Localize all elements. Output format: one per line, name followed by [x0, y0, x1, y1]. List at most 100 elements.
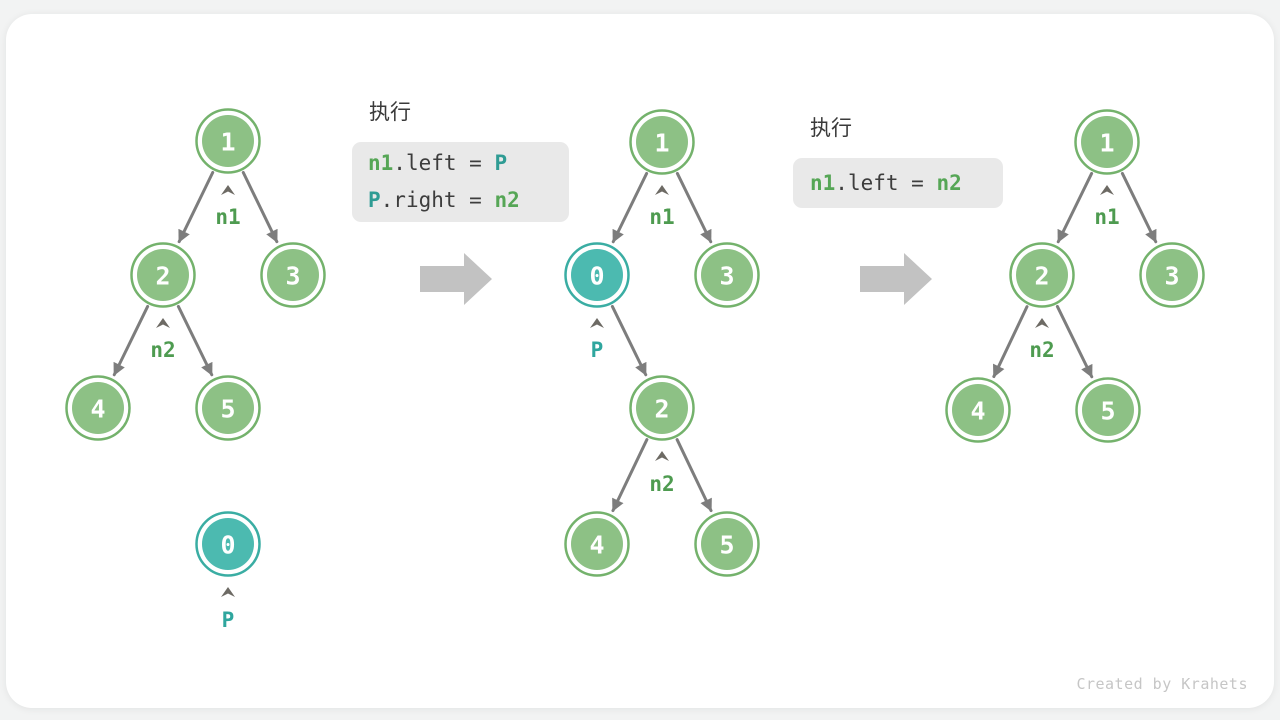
tree-node-3: 3 — [1139, 242, 1205, 308]
tree-node-4: 4 — [65, 375, 131, 441]
tree-node-2: 2 — [629, 375, 695, 441]
tree-edge — [241, 170, 279, 244]
node-fill — [202, 382, 254, 434]
tree-edge — [177, 170, 215, 244]
node-fill — [1016, 249, 1068, 301]
node-value-label: 5 — [1100, 397, 1115, 426]
node-value-label: 1 — [1099, 129, 1114, 158]
tree-edge — [1055, 304, 1094, 379]
pointer-label: n1 — [1094, 205, 1119, 229]
code-token-green: n1 — [368, 151, 394, 175]
node-fill — [267, 249, 319, 301]
node-value-label: 1 — [220, 128, 235, 157]
pointer-label: P — [222, 608, 235, 632]
tree-node-5: 5 — [1075, 377, 1141, 443]
pointer-caret-icon — [221, 587, 235, 597]
tree-after: 1 2 3 4 5 n1 n2 — [945, 109, 1205, 443]
tree-edge — [675, 171, 713, 244]
tree-node-2: 2 — [130, 242, 196, 308]
code-token-green: n1 — [810, 171, 836, 195]
pointer-n1: n1 — [649, 185, 675, 229]
node-value-label: 0 — [220, 531, 235, 560]
tree-node-4: 4 — [945, 377, 1011, 443]
tree-node-4: 4 — [564, 511, 630, 577]
code-token-teal: P — [494, 151, 508, 175]
pointer-label: n1 — [649, 205, 674, 229]
tree-edge — [611, 438, 649, 513]
node-value-label: 5 — [719, 531, 734, 560]
code-line: n1.left = n2 — [793, 158, 1003, 208]
code-block-1-title: 执行 — [369, 101, 411, 124]
node-fill — [636, 382, 688, 434]
code-token-teal: P — [368, 188, 381, 212]
tree-edge — [992, 305, 1029, 379]
tree-node-0: 0 — [195, 511, 261, 577]
code-token-green: n2 — [494, 188, 520, 212]
tree-node-5: 5 — [694, 511, 760, 577]
pointer-caret-icon — [590, 318, 604, 328]
node-value-label: 2 — [155, 262, 170, 291]
pointer-caret-icon — [1035, 318, 1049, 328]
node-value-label: 2 — [654, 395, 669, 424]
code-token-plain: .left = — [835, 171, 937, 195]
tree-node-1: 1 — [629, 109, 695, 175]
tree-edge — [1056, 171, 1094, 244]
tree-edge — [675, 438, 713, 513]
node-fill — [202, 115, 254, 167]
node-value-label: 4 — [90, 395, 105, 424]
node-fill — [571, 518, 623, 570]
pointer-n1: n1 — [1094, 185, 1120, 229]
transition-arrow-icon — [420, 253, 492, 305]
node-fill — [202, 518, 254, 570]
node-value-label: 2 — [1034, 262, 1049, 291]
code-block-2: 执行 n1.left = n2 — [793, 116, 1003, 208]
code-line: n1.left = P — [352, 145, 569, 182]
tree-node-3: 3 — [260, 242, 326, 308]
node-fill — [701, 518, 753, 570]
tree-edge — [610, 304, 648, 377]
tree-node-1: 1 — [195, 108, 261, 174]
tree-node-3: 3 — [694, 242, 760, 308]
tree-node-0: 0 — [564, 242, 630, 308]
pointer-label: n2 — [1029, 338, 1054, 362]
tree-edge — [1120, 171, 1158, 244]
pointer-caret-icon — [221, 185, 235, 195]
pointer-n1: n1 — [215, 185, 241, 229]
node-fill — [701, 249, 753, 301]
pointer-label: P — [591, 338, 604, 362]
tree-node-1: 1 — [1074, 109, 1140, 175]
node-value-label: 0 — [589, 262, 604, 291]
code-block-2-title: 执行 — [810, 117, 852, 140]
tree-node-2: 2 — [1009, 242, 1075, 308]
pointer-P: P — [221, 587, 235, 632]
pointer-label: n2 — [649, 472, 674, 496]
pointer-label: n2 — [150, 338, 175, 362]
node-value-label: 3 — [1164, 262, 1179, 291]
node-fill — [72, 382, 124, 434]
node-value-label: 1 — [654, 129, 669, 158]
code-token-plain: .left = — [393, 151, 495, 175]
node-fill — [1082, 384, 1134, 436]
tree-edge — [112, 304, 150, 377]
pointer-caret-icon — [655, 451, 669, 461]
pointer-caret-icon — [156, 318, 170, 328]
node-value-label: 3 — [719, 262, 734, 291]
tree-edge — [176, 304, 214, 377]
code-token-plain: .right = — [380, 188, 495, 212]
tree-node-5: 5 — [195, 375, 261, 441]
tree-edge — [611, 171, 649, 244]
node-fill — [952, 384, 1004, 436]
tree-before: 1 2 3 4 5 0 n1 n2P — [65, 108, 326, 632]
node-value-label: 5 — [220, 395, 235, 424]
code-line: P.right = n2 — [352, 182, 569, 219]
node-fill — [636, 116, 688, 168]
code-token-green: n2 — [936, 171, 962, 195]
pointer-label: n1 — [215, 205, 240, 229]
node-fill — [1146, 249, 1198, 301]
pointer-caret-icon — [1100, 185, 1114, 195]
